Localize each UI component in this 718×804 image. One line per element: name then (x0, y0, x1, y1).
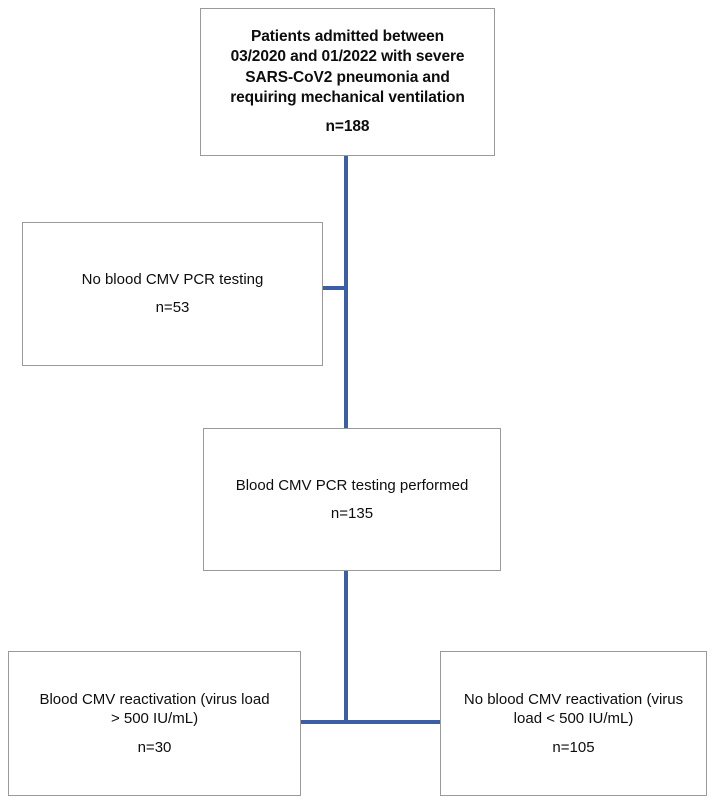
node-cmv-reactivation-line2: > 500 IU/mL) (110, 710, 199, 728)
node-no-pcr-testing-count: n=53 (155, 299, 190, 317)
node-no-cmv-reactivation-count: n=105 (552, 738, 595, 756)
node-pcr-testing-performed-count: n=135 (330, 504, 374, 522)
node-admitted-patients-line2: 03/2020 and 01/2022 with severe (230, 48, 465, 66)
node-no-cmv-reactivation-line1: No blood CMV reactivation (virus (463, 690, 684, 708)
node-no-cmv-reactivation: No blood CMV reactivation (virus load < … (440, 651, 707, 796)
node-admitted-patients-count: n=188 (325, 117, 370, 135)
node-admitted-patients-line1: Patients admitted between (250, 27, 444, 45)
node-admitted-patients: Patients admitted between 03/2020 and 01… (200, 8, 495, 156)
node-no-pcr-testing-line1: No blood CMV PCR testing (81, 271, 264, 289)
node-no-cmv-reactivation-line2: load < 500 IU/mL) (513, 710, 634, 728)
connector-root-to-excluded (321, 286, 347, 290)
connector-split-to-no-reactivation (346, 720, 442, 724)
node-admitted-patients-line4: requiring mechanical ventilation (230, 88, 465, 106)
connector-root-to-tested (344, 155, 348, 430)
node-pcr-testing-performed: Blood CMV PCR testing performed n=135 (203, 428, 501, 571)
node-cmv-reactivation-line1: Blood CMV reactivation (virus load (39, 690, 270, 708)
node-pcr-testing-performed-line1: Blood CMV PCR testing performed (235, 476, 469, 494)
node-cmv-reactivation-count: n=30 (137, 738, 172, 756)
connector-tested-to-split (344, 569, 348, 724)
node-admitted-patients-line3: SARS-CoV2 pneumonia and (245, 68, 450, 86)
connector-split-to-reactivation (298, 720, 346, 724)
node-no-pcr-testing: No blood CMV PCR testing n=53 (22, 222, 323, 366)
node-cmv-reactivation: Blood CMV reactivation (virus load > 500… (8, 651, 301, 796)
